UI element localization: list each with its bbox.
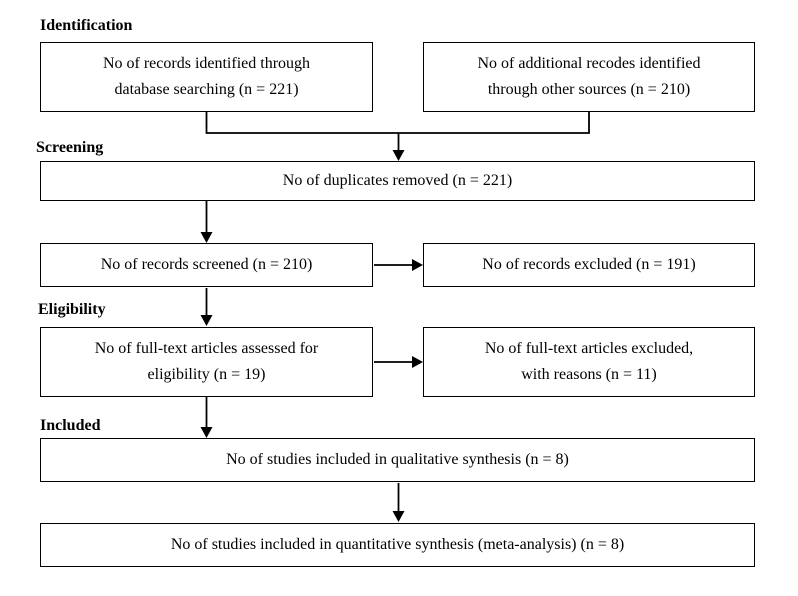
section-label-screening: Screening: [36, 139, 104, 156]
arrowhead-right-icon: [412, 259, 423, 271]
box-records-screened: No of records screened (n = 210): [40, 243, 373, 287]
box-text-line: No of full-text articles excluded,: [484, 340, 694, 357]
box-additional-records: No of additional recodes identified thro…: [423, 42, 755, 112]
arrowhead-down-icon: [392, 150, 405, 161]
box-qualitative-synthesis: No of studies included in qualitative sy…: [40, 438, 755, 482]
box-text-line: with reasons (n = 11): [521, 366, 657, 383]
box-text-line: No of additional recodes identified: [477, 55, 701, 72]
box-duplicates-removed: No of duplicates removed (n = 221): [40, 161, 755, 201]
arrowhead-right-icon: [412, 356, 423, 368]
box-fulltext-assessed: No of full-text articles assessed for el…: [40, 327, 373, 397]
arrowhead-down-icon: [392, 511, 405, 522]
section-label-eligibility: Eligibility: [38, 301, 106, 318]
box-text-line: eligibility (n = 19): [147, 366, 266, 383]
arrowhead-down-icon: [200, 232, 213, 243]
box-text-line: No of records identified through: [102, 55, 311, 72]
box-text-line: No of duplicates removed (n = 221): [282, 172, 513, 189]
box-records-excluded: No of records excluded (n = 191): [423, 243, 755, 287]
box-text-line: No of full-text articles assessed for: [94, 340, 319, 357]
section-label-included: Included: [40, 417, 101, 434]
box-records-identified: No of records identified through databas…: [40, 42, 373, 112]
box-quantitative-synthesis: No of studies included in quantitative s…: [40, 523, 755, 567]
box-text-line: No of studies included in qualitative sy…: [226, 451, 569, 468]
arrowhead-down-icon: [200, 427, 213, 438]
section-label-identification: Identification: [40, 17, 133, 34]
box-text-line: through other sources (n = 210): [487, 81, 691, 98]
box-fulltext-excluded: No of full-text articles excluded, with …: [423, 327, 755, 397]
box-text-line: database searching (n = 221): [114, 81, 299, 98]
arrowhead-down-icon: [200, 315, 213, 326]
box-text-line: No of studies included in quantitative s…: [170, 536, 625, 553]
box-text-line: No of records excluded (n = 191): [482, 256, 696, 273]
merge-bracket-line: [205, 112, 590, 134]
box-text-line: No of records screened (n = 210): [100, 256, 313, 273]
